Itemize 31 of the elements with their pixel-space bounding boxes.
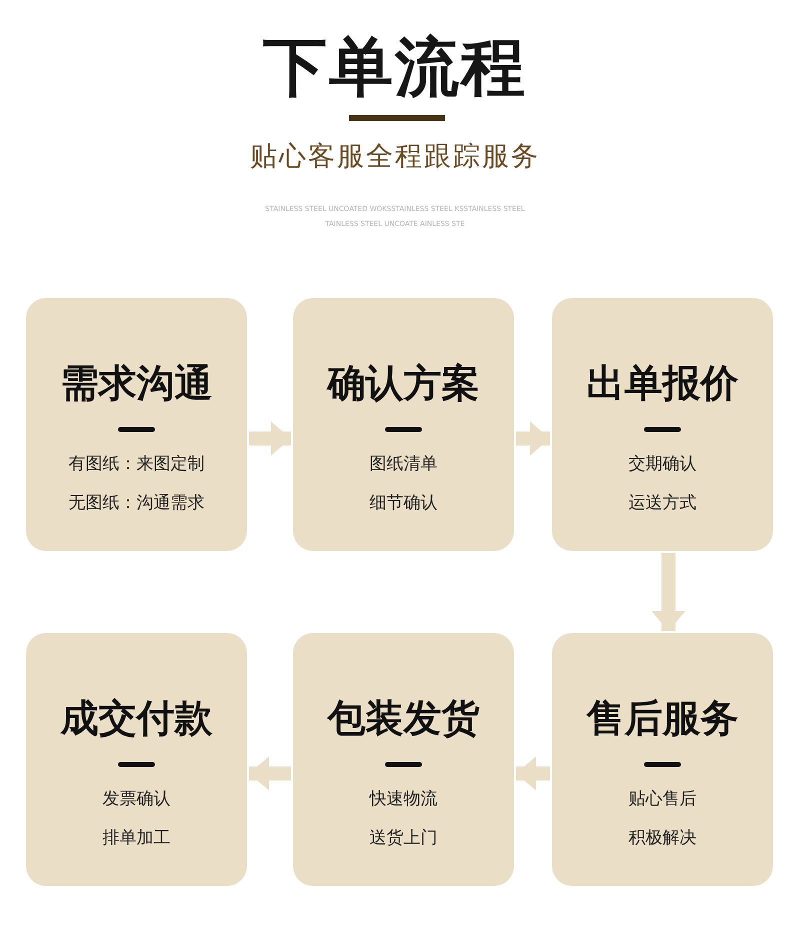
step-detail: 运送方式	[628, 492, 698, 514]
subtitle: 贴心客服全程跟踪服务	[249, 140, 541, 174]
step-detail: 积极解决	[628, 827, 698, 849]
arrow	[652, 553, 686, 631]
step-heading: 包装发货	[326, 695, 480, 741]
arrow	[249, 422, 291, 456]
step-heading: 售后服务	[585, 695, 740, 741]
step-detail: 有图纸：来图定制	[68, 453, 206, 475]
step-detail: 快速物流	[368, 788, 438, 810]
arrow	[516, 422, 550, 456]
arrow	[249, 756, 291, 790]
step-card	[552, 633, 773, 886]
step-heading: 出单报价	[586, 360, 740, 406]
step-detail: 发票确认	[102, 788, 172, 810]
arrow	[516, 756, 550, 790]
step-detail: 排单加工	[102, 827, 172, 849]
step-heading: 确认方案	[326, 360, 480, 406]
step-detail: 细节确认	[368, 492, 438, 514]
step-detail: 交期确认	[628, 453, 698, 475]
title: 下单流程	[262, 30, 528, 106]
step-heading: 成交付款	[59, 695, 214, 741]
step-detail: 图纸清单	[368, 453, 438, 475]
step-heading: 需求沟通	[60, 360, 214, 406]
step-card	[552, 298, 773, 551]
step-detail: 贴心售后	[628, 788, 698, 810]
step-detail: 无图纸：沟通需求	[68, 492, 206, 514]
step-card	[293, 298, 514, 551]
step-card	[293, 633, 514, 886]
step-card	[26, 633, 247, 886]
step-card	[26, 298, 247, 551]
step-detail: 送货上门	[368, 827, 438, 849]
